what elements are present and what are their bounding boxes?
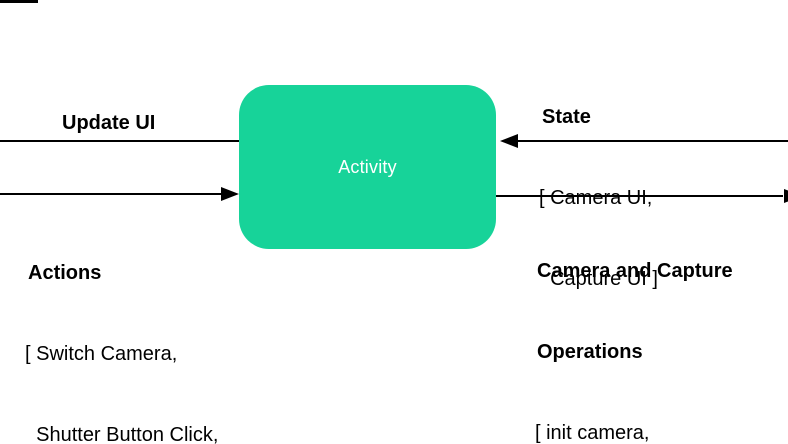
actions-item: Shutter Button Click,: [25, 424, 219, 444]
connector-update-ui: [0, 140, 239, 142]
activity-box: Activity: [239, 85, 496, 249]
camera-operations-title: Operations: [537, 341, 643, 363]
state-item: Capture UI ]: [539, 268, 658, 290]
connector-camera-operations: [496, 195, 783, 197]
arrowhead-camera-operations-icon: [784, 189, 788, 203]
actions-item: [ Switch Camera,: [25, 343, 178, 365]
camera-operations-item: [ init camera,: [535, 422, 650, 444]
update-ui-label: Update UI: [62, 112, 156, 134]
camera-operations-title: Camera and Capture: [537, 260, 733, 282]
state-item: [ Camera UI,: [539, 187, 653, 209]
arrowhead-state-icon: [500, 134, 518, 148]
arrowhead-actions-icon: [221, 187, 239, 201]
activity-box-label: Activity: [338, 156, 397, 177]
state-title: State: [542, 106, 591, 128]
actions-block: Actions [ Switch Camera, Shutter Button …: [25, 206, 267, 444]
connector-actions: [0, 193, 221, 195]
state-block: State [ Camera UI, Capture UI ]: [539, 50, 658, 347]
connector-state: [518, 140, 788, 142]
camera-operations-block: Camera and Capture Operations [ init cam…: [535, 204, 733, 444]
actions-title: Actions: [28, 262, 102, 284]
top-left-crop-artifact: [0, 0, 38, 3]
